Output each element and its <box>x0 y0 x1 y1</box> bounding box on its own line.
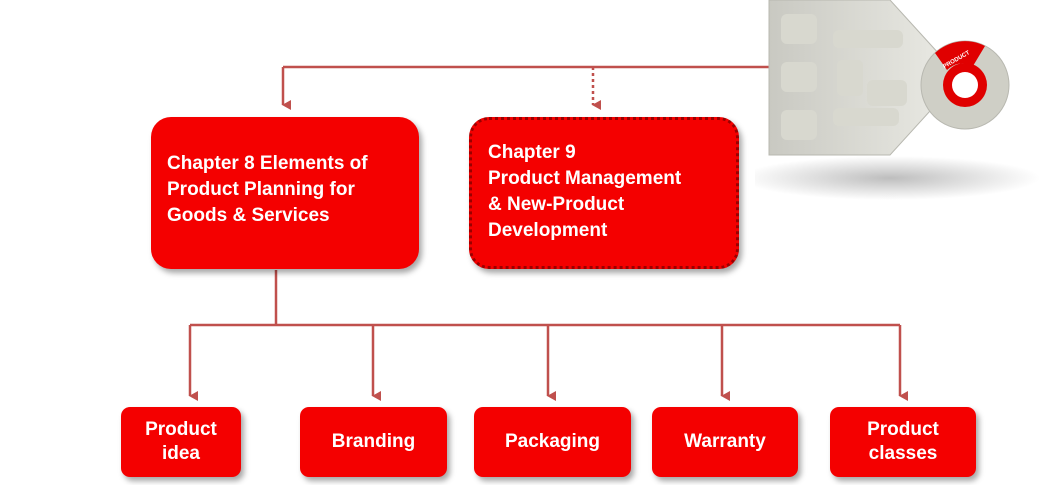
product-classes-line-1: Product <box>867 419 939 440</box>
packaging-label: Packaging <box>504 431 601 452</box>
branding-label: Branding <box>331 431 416 452</box>
chapter8-line-1: Chapter 8 Elements of <box>167 153 368 174</box>
product-wheel-graphic: PRODUCT <box>755 0 1040 200</box>
chapter9-line-1: Chapter 9 <box>488 142 576 163</box>
chapter9-box: Chapter 9 Product Management & New-Produ… <box>469 117 739 269</box>
product-idea-box: Product idea <box>121 407 241 477</box>
product-idea-line-2: idea <box>161 443 201 464</box>
warranty-box: Warranty <box>652 407 798 477</box>
product-classes-box: Product classes <box>830 407 976 477</box>
graphic-shadow <box>755 156 1040 200</box>
chapter8-line-2: Product Planning for <box>167 179 355 200</box>
chapter9-line-4: Development <box>488 220 608 241</box>
packaging-box: Packaging <box>474 407 631 477</box>
chapter9-line-2: Product Management <box>488 168 682 189</box>
chapter9-line-3: & New-Product <box>488 194 625 215</box>
branding-box: Branding <box>300 407 447 477</box>
product-classes-line-2: classes <box>868 443 938 464</box>
wheel-hub <box>952 72 978 98</box>
wheel-red-segment <box>935 41 985 70</box>
chapter8-line-3: Goods & Services <box>167 205 330 226</box>
product-idea-line-1: Product <box>145 419 217 440</box>
warranty-label: Warranty <box>684 431 766 452</box>
chapter8-box: Chapter 8 Elements of Product Planning f… <box>151 117 419 269</box>
